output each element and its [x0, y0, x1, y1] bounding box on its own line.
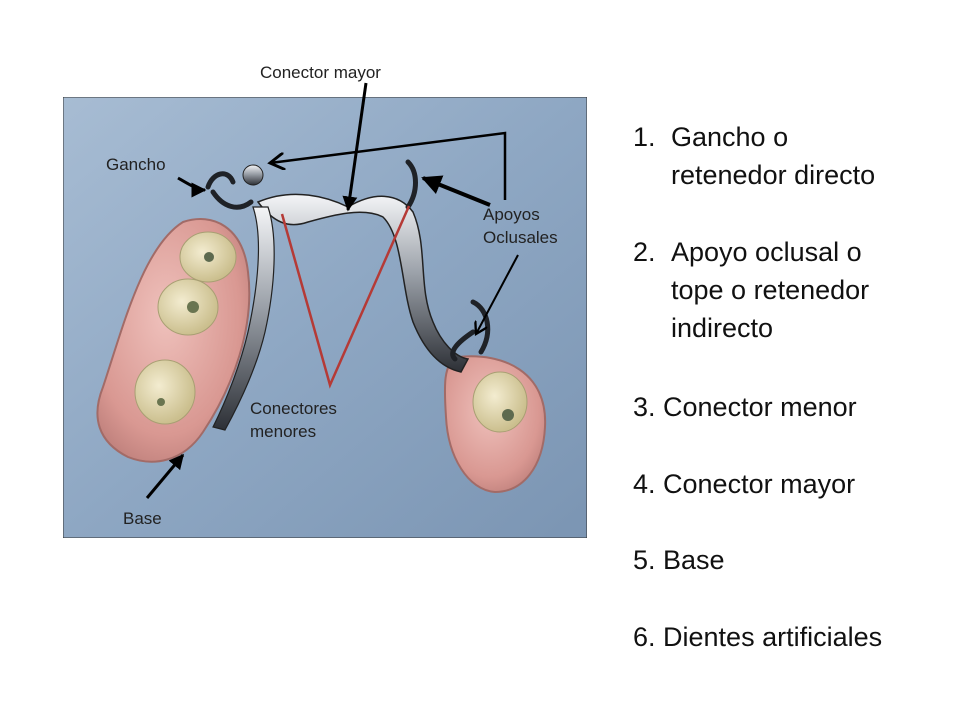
label-apoyos-oclusales: Apoyos Oclusales [483, 205, 558, 247]
tooth-left-3 [134, 359, 196, 425]
list-item-text: Gancho o retenedor directo [671, 122, 876, 190]
label-gancho: Gancho [106, 155, 166, 174]
list-item: 4. Conector mayor [633, 469, 856, 499]
list-item-text: Apoyo oclusal o tope o retenedor indirec… [671, 237, 870, 343]
label-conector-mayor: Conector mayor [260, 63, 381, 82]
list-item: 3. Conector menor [633, 392, 857, 422]
tooth-right-1 [472, 371, 528, 433]
list-item: 1. Gancho o retenedor directo [633, 118, 875, 194]
list-item: 5. Base [633, 545, 725, 575]
occlusal-rest-left [242, 164, 264, 186]
label-base: Base [123, 509, 162, 528]
list-item: 6. Dientes artificiales [633, 622, 883, 652]
list-item-number: 1. [633, 122, 656, 152]
list-item-number: 2. [633, 237, 656, 267]
list-item: 2. Apoyo oclusal o tope o retenedor indir… [633, 233, 869, 347]
left-clasp-metal [205, 171, 254, 210]
left-minor-connector-metal [212, 206, 275, 431]
label-conectores-menores: Conectores menores [250, 399, 337, 441]
